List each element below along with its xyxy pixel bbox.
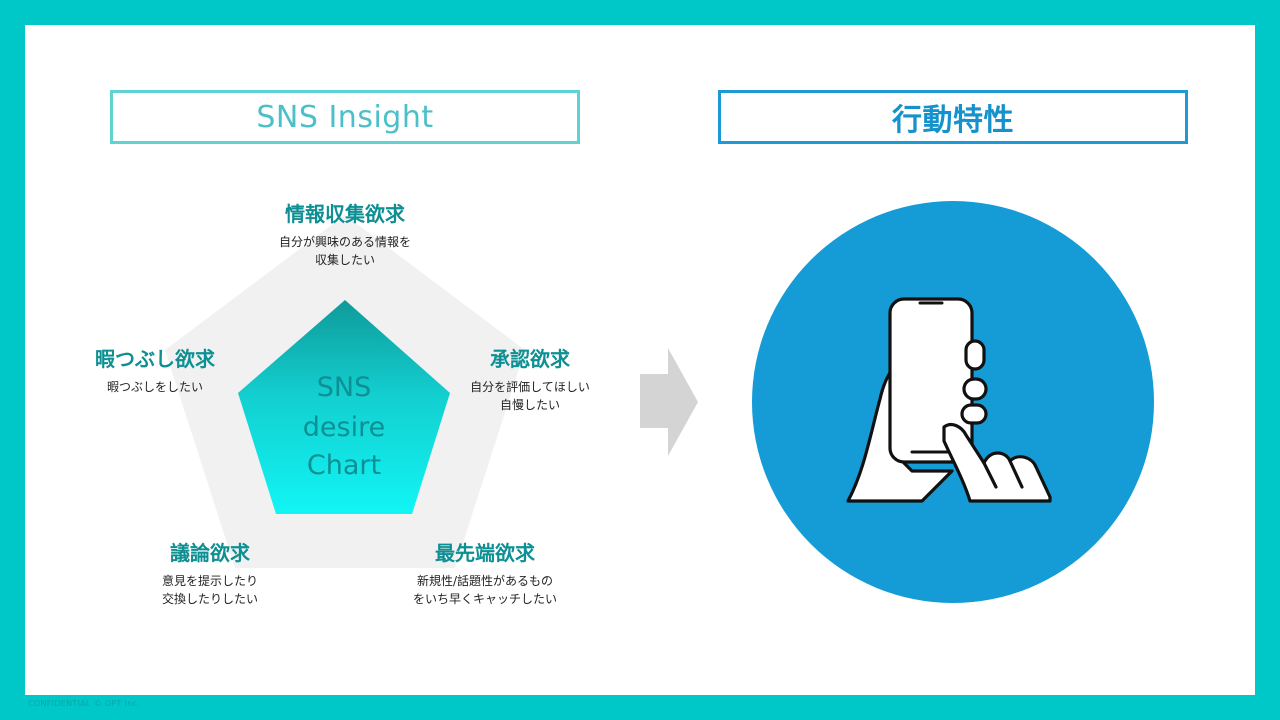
behavior-trait-header-text: 行動特性 bbox=[892, 103, 1014, 138]
center-label-line-1: SNS bbox=[317, 372, 371, 403]
category-title: 暇つぶし欲求 bbox=[95, 347, 215, 371]
category-description: 暇つぶしをしたい bbox=[75, 378, 235, 396]
inner-pentagon bbox=[238, 300, 450, 514]
center-label-line-3: Chart bbox=[307, 450, 381, 481]
category-desc-line: 自分を評価してほしい bbox=[470, 380, 590, 394]
category-desc-line: 収集したい bbox=[314, 253, 375, 267]
category-title: 議論欲求 bbox=[170, 541, 250, 565]
category-desc-line: 暇つぶしをしたい bbox=[106, 380, 203, 394]
category-desc-line: 自慢したい bbox=[499, 398, 560, 412]
category-desc-line: をいち早くキャッチしたい bbox=[412, 592, 557, 606]
category-approval: 承認欲求 自分を評価してほしい 自慢したい bbox=[450, 343, 610, 414]
category-desc-line: 新規性/話題性があるもの bbox=[416, 574, 554, 588]
category-title: 情報収集欲求 bbox=[285, 202, 405, 226]
sns-insight-header: SNS Insight bbox=[110, 90, 580, 144]
hand-holding-smartphone-icon bbox=[752, 201, 1154, 603]
sns-insight-header-text: SNS Insight bbox=[256, 99, 434, 135]
category-cutting-edge: 最先端欲求 新規性/話題性があるもの をいち早くキャッチしたい bbox=[390, 537, 580, 608]
category-desc-line: 意見を提示したり bbox=[161, 574, 258, 588]
right-arrow-icon bbox=[640, 348, 698, 456]
category-title: 最先端欲求 bbox=[435, 541, 535, 565]
behavior-trait-header: 行動特性 bbox=[718, 90, 1188, 144]
category-description: 新規性/話題性があるもの をいち早くキャッチしたい bbox=[390, 572, 580, 608]
category-desc-line: 自分が興味のある情報を bbox=[278, 235, 411, 249]
category-description: 自分が興味のある情報を 収集したい bbox=[245, 233, 445, 269]
category-discussion: 議論欲求 意見を提示したり 交換したりしたい bbox=[130, 537, 290, 608]
category-title: 承認欲求 bbox=[490, 347, 570, 371]
category-information-gathering: 情報収集欲求 自分が興味のある情報を 収集したい bbox=[245, 198, 445, 269]
category-killing-time: 暇つぶし欲求 暇つぶしをしたい bbox=[75, 343, 235, 396]
category-description: 自分を評価してほしい 自慢したい bbox=[450, 378, 610, 414]
confidential-footer: CONFIDENTIAL © OPT Inc. bbox=[28, 699, 141, 708]
center-label-line-2: desire bbox=[303, 412, 385, 443]
category-desc-line: 交換したりしたい bbox=[161, 592, 258, 606]
category-description: 意見を提示したり 交換したりしたい bbox=[130, 572, 290, 608]
